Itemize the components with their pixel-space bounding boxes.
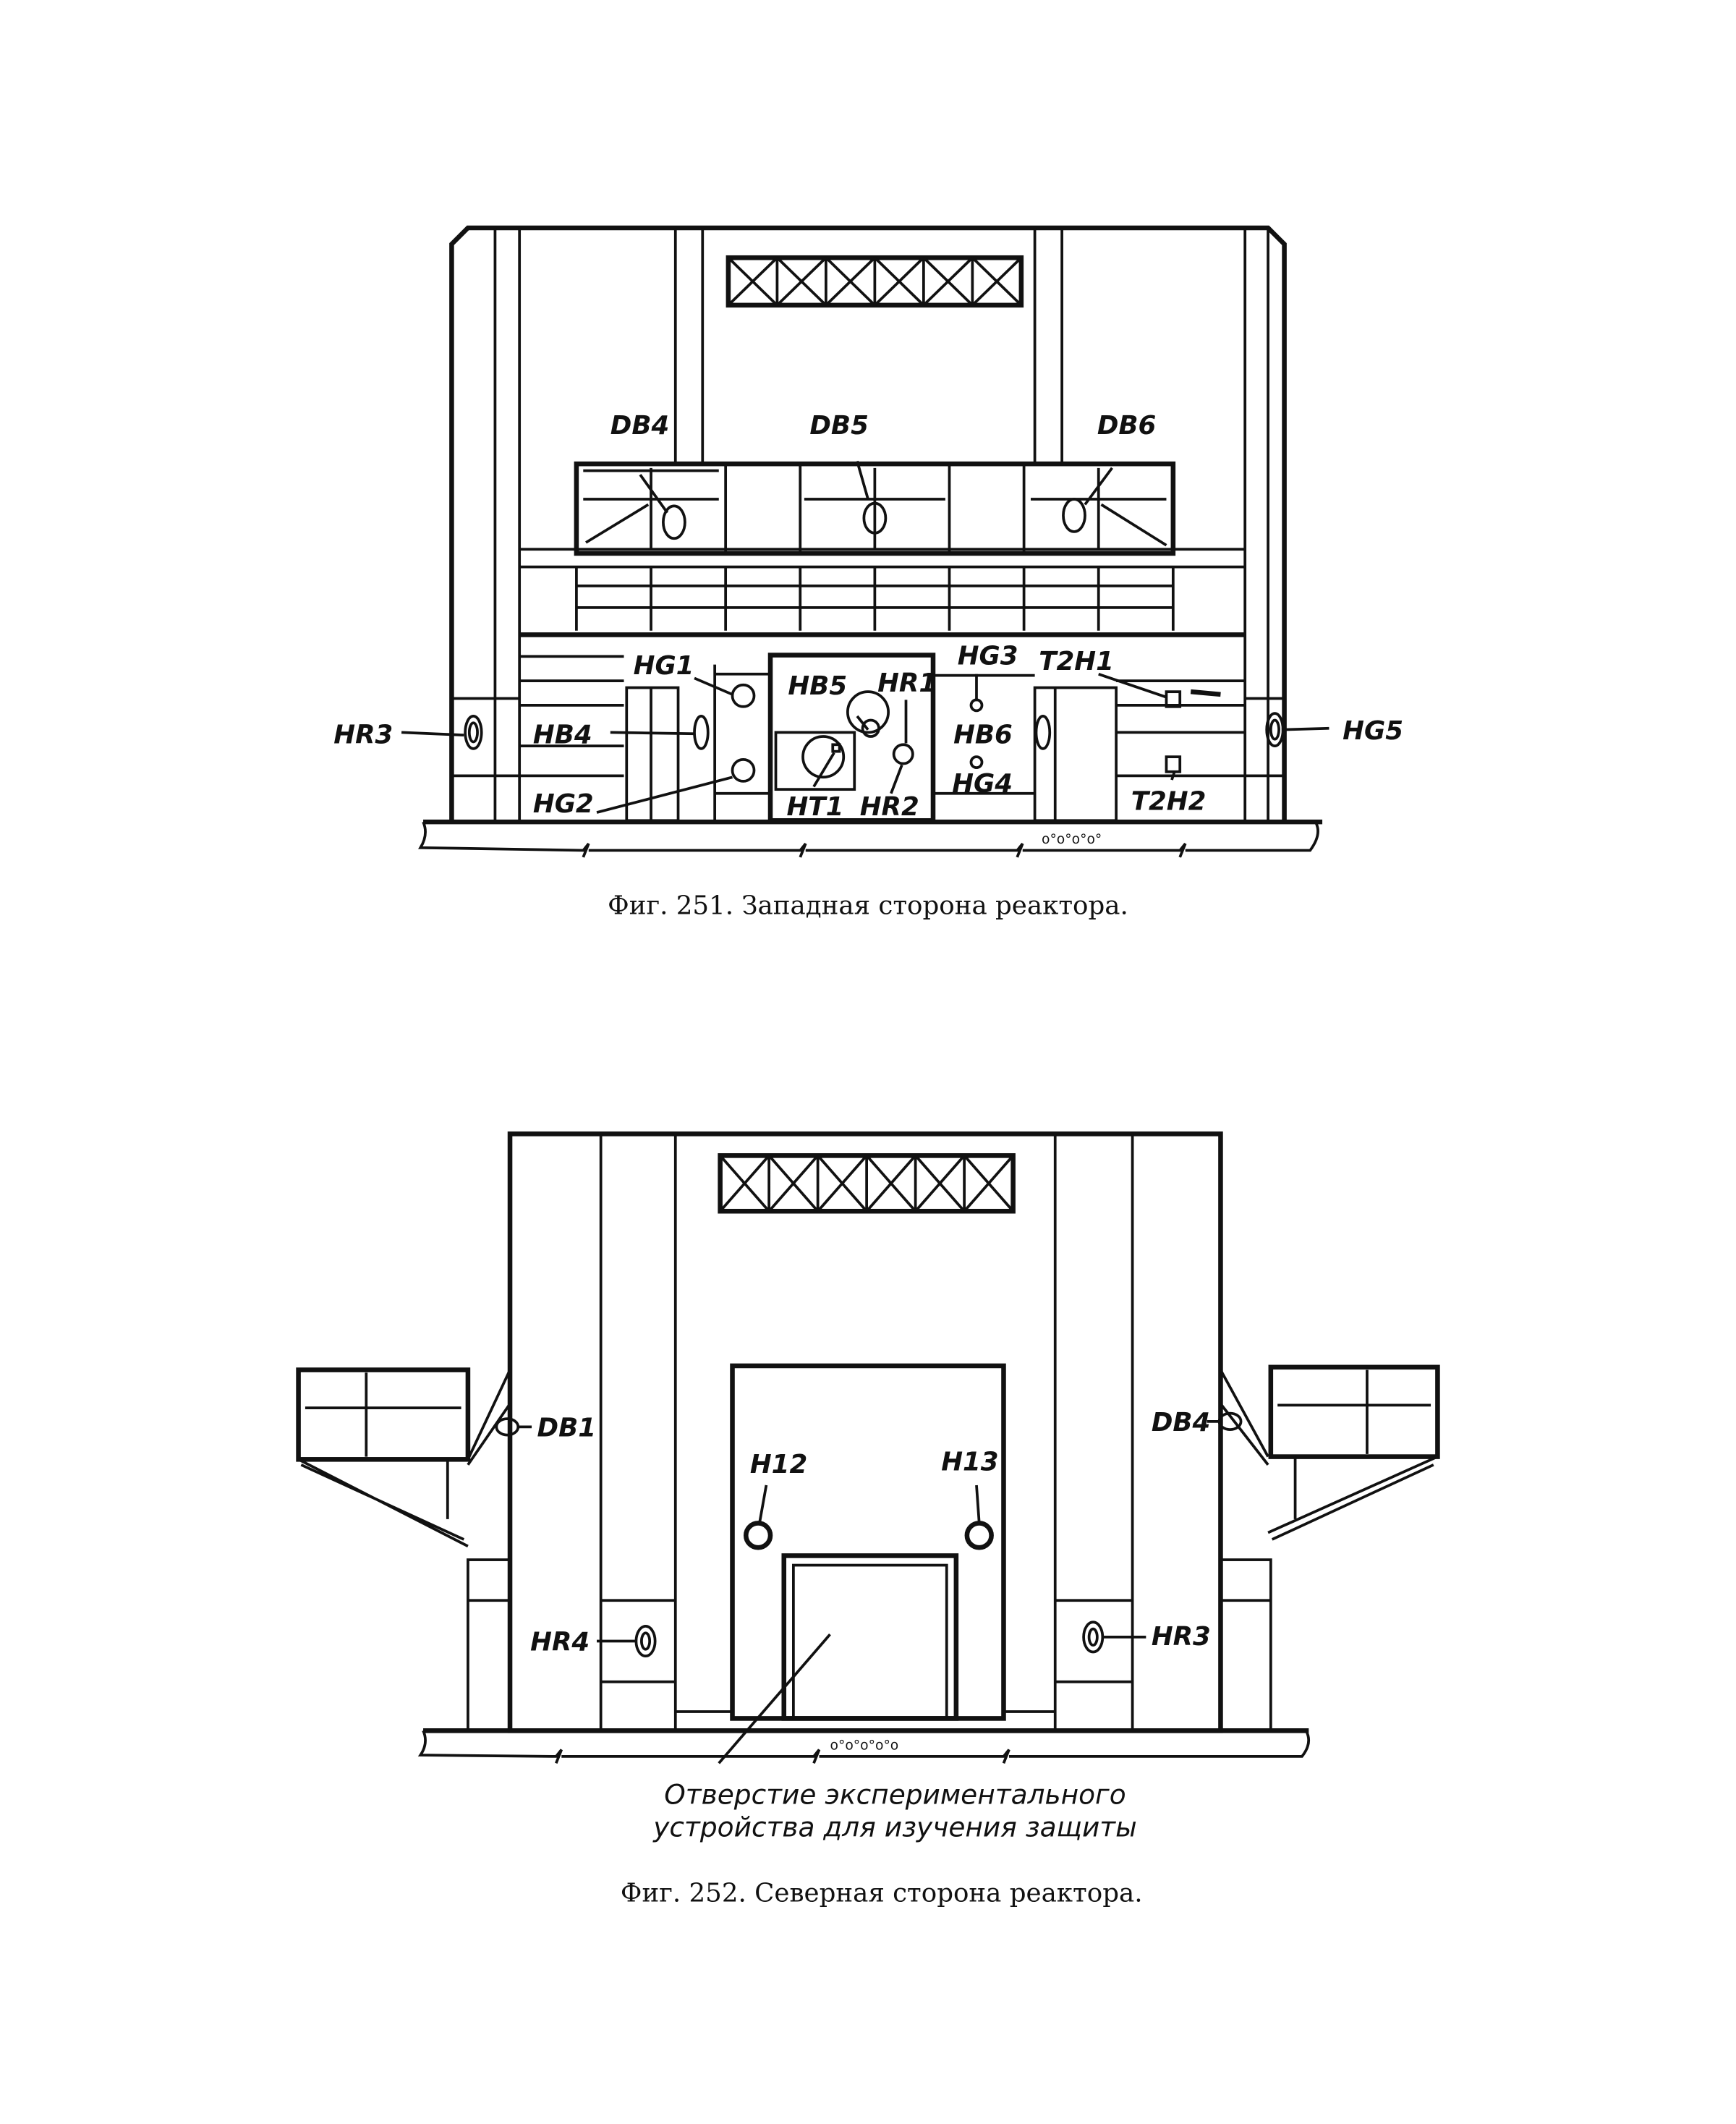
caption-fig-252-visible: Фиг. 252. Северная сторона реактора.	[621, 1879, 1143, 1908]
label-H13: H13	[941, 1447, 998, 1477]
DB5-port-icon	[862, 501, 888, 535]
label-DB5: DB5	[809, 411, 868, 441]
H13-port-icon	[964, 1521, 994, 1550]
annotation-line-1: Отверстие экспериментального	[664, 1779, 1126, 1811]
central-shield-panel	[730, 1363, 1006, 1721]
label-HR3-north: HR3	[1152, 1622, 1211, 1652]
label-HG4: HG4	[952, 769, 1013, 799]
label-HB4: HB4	[533, 720, 592, 749]
label-HG1: HG1	[634, 651, 694, 681]
label-HB5: HB5	[788, 671, 847, 701]
label-HR3: HR3	[333, 720, 393, 749]
label-T2H1: T2H1	[1039, 647, 1114, 676]
side-galleries	[296, 1364, 1440, 1733]
label-HB6: HB6	[953, 720, 1013, 749]
annotation-line-2: устройства для изучения защиты	[652, 1811, 1136, 1843]
svg-text:o°o°o°o°o: o°o°o°o°o	[830, 1738, 899, 1754]
truss-vent-252	[718, 1153, 1016, 1214]
labels-251: DB4 DB5 DB6 HG1 HB5 HR1 HG3 T2H1 HR3 HB4…	[333, 411, 1403, 822]
label-HT1: HT1	[787, 792, 844, 822]
label-T2H2: T2H2	[1131, 786, 1207, 816]
svg-text:o°o°o°o°: o°o°o°o°	[1042, 832, 1102, 847]
label-DB4: DB4	[610, 411, 669, 441]
label-H12: H12	[750, 1450, 807, 1479]
experimental-opening-door	[781, 1553, 959, 1721]
label-HR2: HR2	[860, 792, 919, 822]
label-DB6: DB6	[1097, 411, 1156, 441]
label-HG5: HG5	[1343, 716, 1403, 746]
ports-251	[401, 460, 1329, 814]
foundation-252: o°o°o°o°o	[417, 1728, 1311, 1764]
H12-port-icon	[743, 1521, 773, 1550]
DB6-port-icon	[1062, 498, 1086, 533]
figure-252-north-side: o°o°o°o°o DB1 DB4 H12 H13 HR4 HR3 Отверс…	[296, 1131, 1440, 1908]
foundation-251: o°o°o°o°	[418, 819, 1323, 858]
label-HR1: HR1	[877, 668, 937, 698]
figure-251-west-side: o°o°o°o° DB4 DB5 DB6 HG1 HB5 HR1 HG3 T2H…	[333, 225, 1403, 921]
labels-252: DB1 DB4 H12 H13 HR4 HR3	[530, 1408, 1211, 1657]
label-HR4: HR4	[530, 1628, 590, 1657]
label-HG3: HG3	[958, 642, 1018, 671]
caption-fig-251: Фиг. 251. Западная сторона реактора.	[608, 891, 1128, 921]
DB4-port-icon	[662, 504, 686, 540]
truss-vent	[726, 255, 1024, 308]
label-DB4-north: DB4	[1152, 1408, 1210, 1437]
upper-gallery	[519, 461, 1246, 637]
label-HG2: HG2	[533, 789, 594, 819]
label-DB1: DB1	[537, 1413, 596, 1443]
ports-252	[495, 1411, 1243, 1764]
